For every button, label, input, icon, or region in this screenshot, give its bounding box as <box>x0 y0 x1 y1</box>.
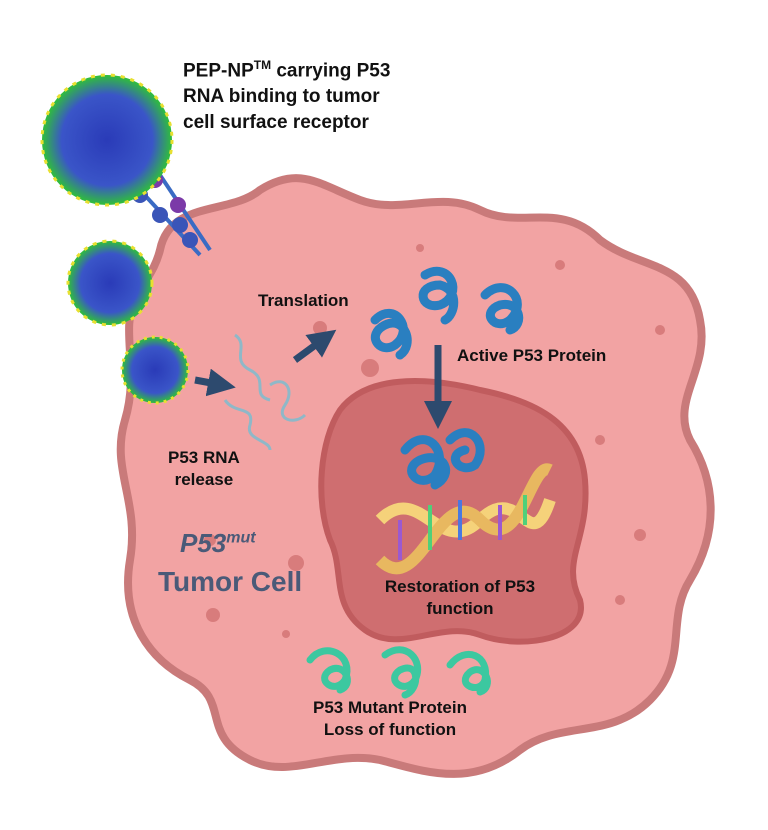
cell-name-label: Tumor Cell <box>158 566 303 597</box>
mutant-line2: Loss of function <box>323 720 457 739</box>
rna-release-line1: P53 RNA <box>168 448 240 467</box>
release-arrow <box>194 368 236 397</box>
restoration-line2: function <box>426 599 494 618</box>
translation-label: Translation <box>258 291 349 310</box>
title-line2: RNA binding to tumor <box>183 86 380 108</box>
cell-vesicles <box>204 244 665 638</box>
cell-gene-label: P53mut <box>180 528 256 559</box>
restoration-label: Restoration of P53 function <box>360 576 560 620</box>
restoration-line1: Restoration of P53 <box>384 577 536 596</box>
process-arrows <box>194 329 452 429</box>
p53-rna <box>223 333 307 451</box>
title-line1: PEP-NP <box>183 60 254 82</box>
rna-release-label: P53 RNA release <box>168 447 240 491</box>
mutant-p53-proteins <box>306 646 491 699</box>
title-line3: cell surface receptor <box>183 112 369 134</box>
rna-release-line2: release <box>174 470 234 489</box>
dna-helix <box>375 463 556 575</box>
gene-name: P53 <box>180 528 227 558</box>
trademark: TM <box>253 58 272 72</box>
gene-superscript: mut <box>226 529 256 547</box>
mutant-line1: P53 Mutant Protein <box>313 698 467 717</box>
translation-arrow <box>292 329 337 363</box>
title-line1-suffix: carrying P53 <box>271 60 391 82</box>
active-p53-proteins <box>370 266 524 490</box>
pep-np-nanoparticles <box>40 73 190 405</box>
pep-np-title: PEP-NPTM carrying P53 RNA binding to tum… <box>183 52 390 136</box>
active-protein-label: Active P53 Protein <box>457 346 607 365</box>
